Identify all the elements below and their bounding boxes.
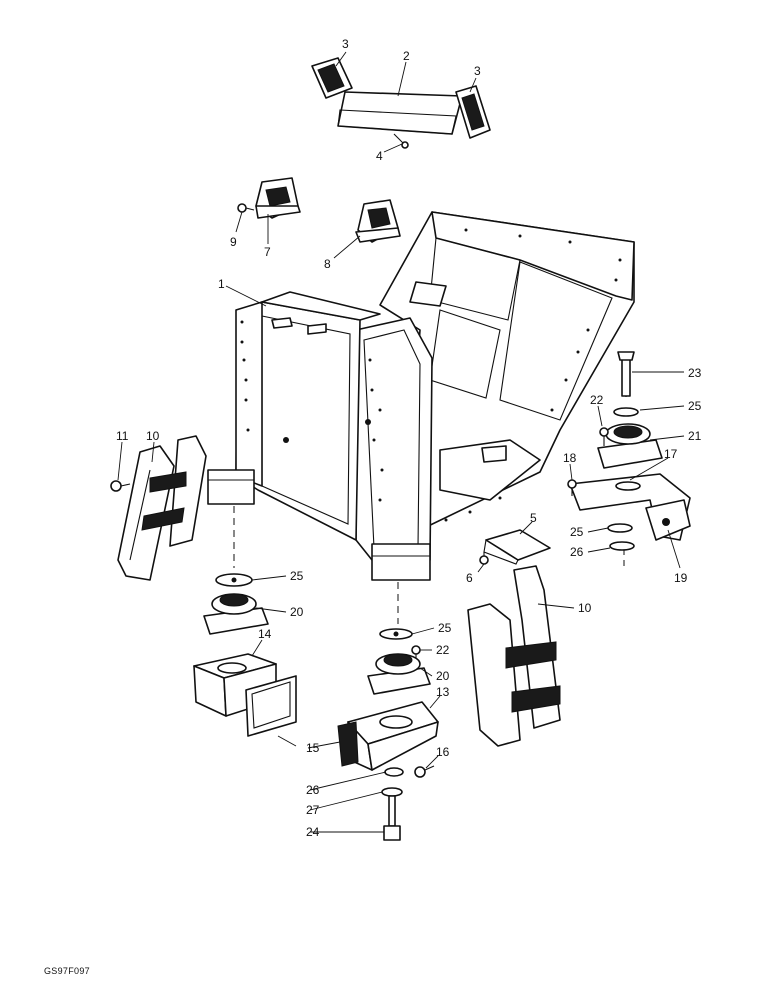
rubber-pad-left	[311, 57, 353, 99]
right-mount-assembly	[567, 351, 691, 551]
callout-25a: 25	[688, 399, 702, 413]
callout-16: 16	[436, 745, 450, 759]
anti-vibration-mount-20a	[203, 593, 269, 635]
callout-10a: 10	[146, 429, 160, 443]
callout-18: 18	[563, 451, 577, 465]
callout-17: 17	[664, 447, 678, 461]
callout-21: 21	[688, 429, 702, 443]
step-ladder-right	[467, 565, 561, 747]
anti-vibration-mount-20b	[367, 653, 431, 695]
callout-20b: 20	[436, 669, 450, 683]
handle-8	[355, 199, 401, 243]
plate-15	[245, 675, 297, 737]
rubber-pad-right	[455, 85, 491, 139]
callout-11: 11	[116, 429, 129, 443]
handle-7	[255, 177, 301, 219]
callout-27: 27	[306, 803, 320, 817]
callout-9: 9	[230, 235, 237, 249]
callout-8: 8	[324, 257, 331, 271]
washer-25b	[607, 523, 633, 533]
callout-14: 14	[258, 627, 272, 641]
centre-mount-assembly	[337, 628, 439, 841]
top-plate-assembly	[311, 57, 491, 149]
step-ladder-left	[117, 435, 207, 581]
callout-25d: 25	[438, 621, 452, 635]
callout-7: 7	[264, 245, 271, 259]
callout-4: 4	[376, 149, 383, 163]
callout-22b: 22	[436, 643, 450, 657]
callout-3a: 3	[342, 37, 349, 51]
callout-10b: 10	[578, 601, 592, 615]
callout-1: 1	[218, 277, 225, 291]
figure-reference-code: GS97F097	[44, 966, 90, 976]
callout-23: 23	[688, 366, 702, 380]
screw-11	[110, 480, 131, 492]
callout-26b: 26	[306, 783, 320, 797]
bolt-16	[414, 765, 435, 778]
screw-6	[479, 552, 489, 565]
callout-5: 5	[530, 511, 537, 525]
callout-26a: 26	[570, 545, 584, 559]
callouts: 3 2 3 4 9 7 8 1 23 22 25 21 11 10 18 17 …	[116, 37, 702, 839]
callout-6: 6	[466, 571, 473, 585]
callout-25c: 25	[290, 569, 304, 583]
screw-9	[237, 203, 255, 213]
callout-24: 24	[306, 825, 320, 839]
frame-holes	[240, 228, 622, 522]
bracket-13	[337, 701, 439, 771]
leader-lines	[117, 51, 685, 833]
bolt-4	[393, 133, 409, 149]
washer-26b	[384, 767, 404, 777]
callout-19: 19	[674, 571, 688, 585]
left-mount-assembly	[193, 573, 297, 737]
callout-25b: 25	[570, 525, 584, 539]
bolt-23	[621, 355, 631, 397]
main-frame	[207, 211, 635, 581]
callout-20a: 20	[290, 605, 304, 619]
anti-vibration-mount-21	[597, 423, 663, 469]
callout-2: 2	[403, 49, 410, 63]
callout-22a: 22	[590, 393, 604, 407]
bolt-24	[388, 795, 396, 827]
callout-15: 15	[306, 741, 320, 755]
washer-26	[609, 541, 635, 551]
washer-25	[613, 407, 639, 417]
washer-27	[381, 787, 403, 797]
callout-3b: 3	[474, 64, 481, 78]
callout-13: 13	[436, 685, 450, 699]
screw-22	[599, 427, 609, 446]
bracket-5	[483, 529, 551, 565]
